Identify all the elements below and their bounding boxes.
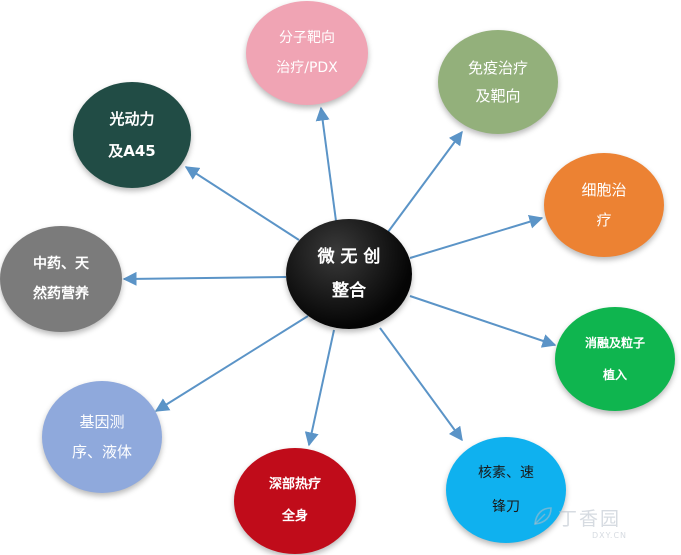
node-label-line-2: 全身	[281, 509, 308, 524]
node-label-line-1: 细胞治	[581, 181, 627, 199]
node-immunotherapy: 免疫治疗 及靶向	[438, 30, 558, 134]
node-label-line-1: 分子靶向	[279, 30, 335, 46]
node-label-line-2: 锋刀	[492, 499, 520, 515]
node-label-line-2: 疗	[596, 211, 612, 229]
arrow-to-l	[122, 271, 287, 286]
node-label-line-2: 植入	[602, 368, 627, 382]
arrow-to-top	[315, 106, 337, 222]
arrow-to-b	[304, 329, 335, 447]
node-cell-therapy: 细胞治 疗	[544, 153, 664, 257]
node-ablation-seed-implant: 消融及粒子 植入	[555, 307, 675, 411]
arrow-to-tr2	[409, 214, 544, 259]
arrow-to-tl	[184, 166, 300, 241]
node-label-line-2: 然药营养	[33, 286, 89, 302]
node-radionuclide-knife: 核素、速 锋刀	[446, 437, 566, 543]
watermark-subtext: DXY.CN	[592, 531, 628, 540]
node-label-line-1: 深部热疗	[268, 477, 321, 492]
node-targeted-therapy: 分子靶向 治疗/PDX	[246, 1, 368, 105]
node-label-line-1: 光动力	[109, 110, 155, 128]
node-label-line-1: 消融及粒子	[584, 336, 645, 350]
node-label-line-2: 治疗/PDX	[276, 60, 338, 76]
center-node: 微 无 创 整合	[286, 219, 412, 329]
center-node-line-1: 微 无 创	[317, 247, 381, 267]
node-label-line-1: 中药、天	[33, 256, 89, 272]
node-gene-sequencing: 基因测 序、液体	[42, 381, 162, 493]
arrow-to-br	[379, 327, 463, 442]
arrow-to-tr1	[387, 130, 463, 233]
watermark-leaf-icon	[534, 507, 552, 525]
arrow-to-bl	[154, 315, 309, 412]
node-label-line-2: 及靶向	[475, 87, 521, 105]
arrow-to-r	[409, 295, 557, 348]
node-label-line-2: 序、液体	[71, 443, 132, 461]
node-label-line-2: 及A45	[108, 142, 156, 160]
node-photodynamic: 光动力 及A45	[73, 82, 191, 188]
center-node-line-2: 整合	[332, 281, 366, 301]
node-label-line-1: 免疫治疗	[467, 59, 528, 77]
node-herbal-nutrition: 中药、天 然药营养	[0, 226, 122, 332]
node-hyperthermia: 深部热疗 全身	[234, 448, 356, 554]
watermark-logo: 丁香园	[558, 508, 622, 530]
node-label-line-1: 基因测	[79, 413, 125, 431]
node-label-line-1: 核素、速	[478, 465, 534, 481]
